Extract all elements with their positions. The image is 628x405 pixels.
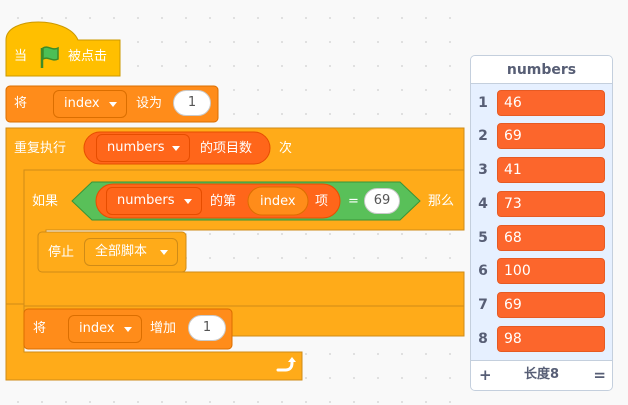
list-item-value[interactable]: 73 xyxy=(497,191,605,217)
loop-arrow-icon xyxy=(276,357,296,372)
list-item-index: 6 xyxy=(478,263,488,279)
repeat-label: 重复执行 xyxy=(14,141,67,156)
list-item-index: 4 xyxy=(478,196,488,212)
list-item[interactable]: 5 68 xyxy=(471,223,612,253)
resize-handle[interactable]: = xyxy=(593,366,606,384)
list-item-value[interactable]: 68 xyxy=(497,225,605,251)
then-label: 那么 xyxy=(428,194,455,209)
chevron-down-icon xyxy=(172,146,180,151)
repeat-of-label: 的项目数 xyxy=(200,141,253,156)
item-of-label: 的第 xyxy=(210,194,237,209)
hat-suffix-label: 被点击 xyxy=(68,49,108,64)
change-variable-dropdown[interactable]: index xyxy=(68,315,142,343)
change-by-label: 增加 xyxy=(150,321,177,336)
set-variable-name: index xyxy=(64,96,100,111)
chevron-down-icon xyxy=(109,102,117,107)
stop-label: 停止 xyxy=(48,245,75,260)
equals-operator-label: = xyxy=(348,194,359,209)
list-item[interactable]: 8 98 xyxy=(471,324,612,354)
list-item[interactable]: 1 46 xyxy=(471,88,612,118)
index-reporter-shape xyxy=(247,186,309,216)
list-monitor-footer: + 长度8 = xyxy=(471,360,612,390)
list-item-index: 2 xyxy=(478,128,488,144)
add-item-button[interactable]: + xyxy=(479,366,492,384)
list-item[interactable]: 7 69 xyxy=(471,290,612,320)
list-item[interactable]: 2 69 xyxy=(471,121,612,151)
set-variable-dropdown[interactable]: index xyxy=(53,90,127,118)
hat-block-shape xyxy=(5,21,121,77)
repeat-bottom-shape xyxy=(5,303,303,381)
chevron-down-icon xyxy=(124,327,132,332)
list-item-index: 3 xyxy=(478,162,488,178)
chevron-down-icon xyxy=(184,199,192,204)
set-label: 将 xyxy=(14,96,28,111)
change-label: 将 xyxy=(33,321,47,336)
repeat-list-dropdown[interactable]: numbers xyxy=(96,134,190,162)
list-item-value[interactable]: 100 xyxy=(497,258,605,284)
list-length-label: 长度8 xyxy=(523,367,560,382)
list-item-index: 1 xyxy=(478,95,488,111)
list-item-value[interactable]: 46 xyxy=(497,90,605,116)
list-item-index: 5 xyxy=(478,230,488,246)
list-item-value[interactable]: 69 xyxy=(497,292,605,318)
list-item[interactable]: 4 73 xyxy=(471,189,612,219)
index-reporter-label[interactable]: index xyxy=(260,194,296,209)
hat-prefix-label: 当 xyxy=(14,49,28,64)
item-suffix-label: 项 xyxy=(315,194,329,209)
change-value-input[interactable]: 1 xyxy=(188,315,226,341)
repeat-times-label: 次 xyxy=(279,141,293,156)
change-variable-name: index xyxy=(79,321,115,336)
if-label: 如果 xyxy=(32,194,59,209)
list-item[interactable]: 3 41 xyxy=(471,155,612,185)
stop-option-dropdown[interactable]: 全部脚本 xyxy=(84,238,178,266)
set-value-input[interactable]: 1 xyxy=(173,90,211,116)
item-list-dropdown[interactable]: numbers xyxy=(106,187,202,215)
list-monitor-numbers[interactable]: numbers 1 46 2 69 3 41 4 73 5 68 6 100 7… xyxy=(470,55,613,391)
list-item-index: 8 xyxy=(478,331,488,347)
item-list-name: numbers xyxy=(117,193,175,208)
list-item-value[interactable]: 98 xyxy=(497,326,605,352)
chevron-down-icon xyxy=(160,250,168,255)
list-item-value[interactable]: 41 xyxy=(497,157,605,183)
list-item-index: 7 xyxy=(478,297,488,313)
green-flag-icon xyxy=(40,46,59,68)
set-to-label: 设为 xyxy=(136,96,163,111)
list-item-value[interactable]: 69 xyxy=(497,123,605,149)
repeat-list-name: numbers xyxy=(107,140,165,155)
stop-option-label: 全部脚本 xyxy=(95,244,148,259)
compare-value-input[interactable]: 69 xyxy=(364,188,400,214)
list-monitor-title: numbers xyxy=(471,56,612,84)
list-item[interactable]: 6 100 xyxy=(471,256,612,286)
script-canvas[interactable]: 当 被点击 将 index 设为 1 重复执行 numbers 的项目数 次 如… xyxy=(0,0,468,405)
